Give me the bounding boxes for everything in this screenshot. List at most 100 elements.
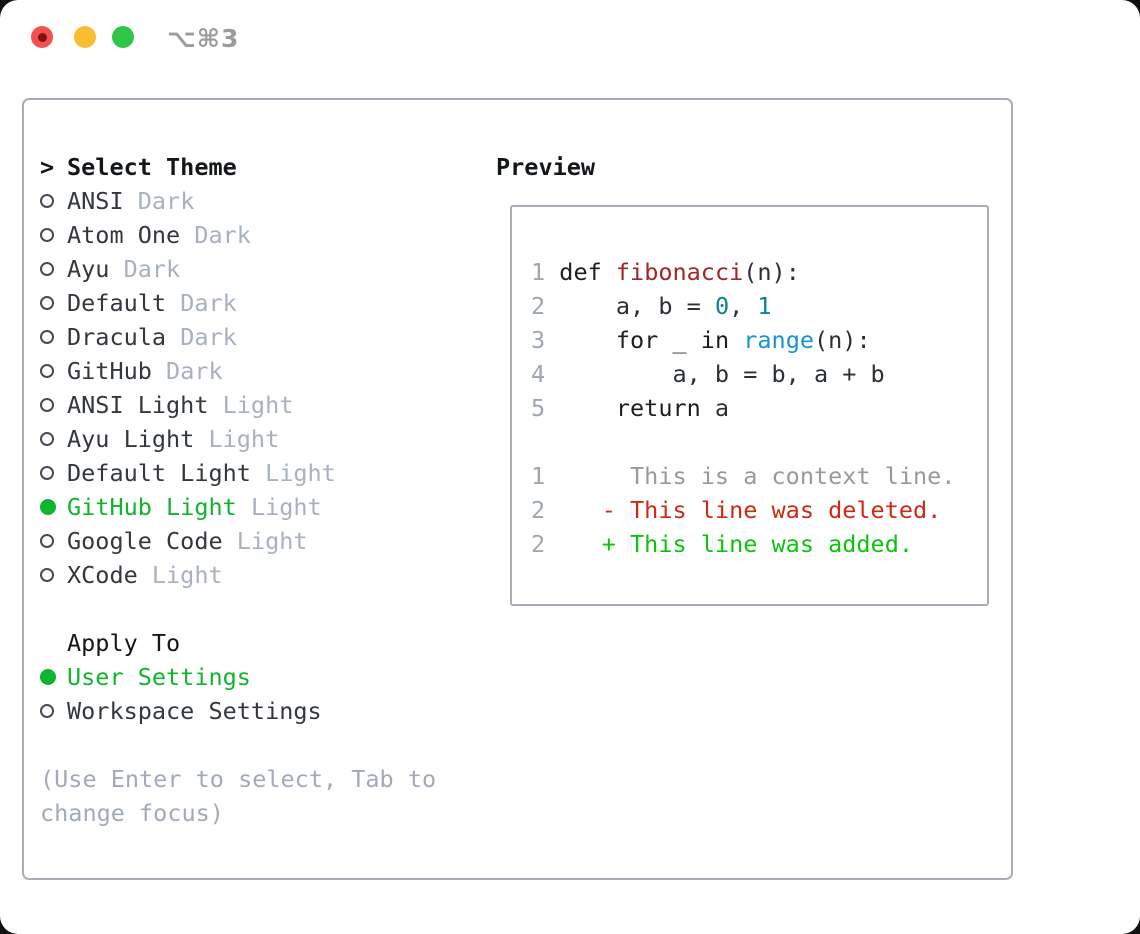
theme-option[interactable]: Default Light Light [40,456,485,490]
circle-icon [40,364,54,378]
theme-name: GitHub Light [67,493,251,521]
code-line: 1 This is a context line. [531,459,977,493]
theme-variant: Light [265,459,336,487]
theme-name: Atom One [67,221,195,249]
code-token-add: + This line was added. [559,530,914,558]
radio-icon [40,296,67,310]
circle-icon [40,704,54,718]
zoom-button[interactable] [112,26,134,48]
code-line: 2 a, b = 0, 1 [531,289,977,323]
theme-name: Default Light [67,459,266,487]
theme-name: XCode [67,561,152,589]
code-token-txt: _ [658,326,701,354]
spacer [40,728,485,762]
theme-option[interactable]: Ayu Light Light [40,422,485,456]
theme-option[interactable]: XCode Light [40,558,485,592]
preview-heading: Preview [496,153,596,181]
code-token-kw: for [615,326,659,354]
circle-icon [40,568,54,582]
radio-icon [40,228,67,242]
code-token-kw: in [700,326,730,354]
apply-option-label: User Settings [67,663,251,691]
theme-name: Ayu [67,255,124,283]
apply-option[interactable]: User Settings [40,660,485,694]
circle-icon [40,534,54,548]
theme-name: Ayu Light [67,425,209,453]
theme-variant: Light [222,391,294,419]
code-token-kw: return [615,394,701,422]
theme-option[interactable]: Default Dark [40,286,485,320]
theme-option[interactable]: Google Code Light [40,524,485,558]
radio-selected-icon [40,669,67,685]
titlebar: ⌥⌘3 [0,0,1140,74]
theme-variant: Light [151,561,223,589]
theme-option[interactable]: Ayu Dark [40,252,485,286]
theme-name: Google Code [67,527,237,555]
filled-circle-icon [40,669,56,685]
code-token-txt: (n): [814,326,871,354]
theme-variant: Light [236,527,308,555]
apply-option[interactable]: Workspace Settings [40,694,485,728]
code-token-del: - This line was deleted. [559,496,942,524]
code-token-builtin: range [743,326,814,354]
apply-to-heading-row: Apply To [40,626,485,660]
radio-icon [40,194,67,208]
radio-selected-icon [40,499,67,515]
theme-name: Default [67,289,181,317]
radio-icon [40,364,67,378]
code-line [531,425,977,459]
theme-variant: Dark [180,289,237,317]
minimize-button[interactable] [74,26,96,48]
code-token-txt: (n): [743,258,800,286]
code-token-gutter: 2 [531,292,560,320]
radio-icon [40,398,67,412]
close-button[interactable] [31,26,53,48]
code-line: 4 a, b = b, a + b [531,357,977,391]
circle-icon [40,466,54,480]
code-token-gutter: 1 [531,258,560,286]
theme-option[interactable]: ANSI Dark [40,184,485,218]
code-token-txt [559,394,616,422]
theme-option[interactable]: GitHub Light Light [40,490,485,524]
select-theme-heading-row: > Select Theme [40,150,485,184]
code-token-gutter: 1 [531,462,560,490]
theme-name: GitHub [67,357,167,385]
radio-icon [40,568,67,582]
circle-icon [40,330,54,344]
close-dot-icon [37,32,47,42]
keyboard-hint: (Use Enter to select, Tab to change focu… [40,765,437,827]
theme-name: Dracula [67,323,181,351]
code-line: 5 return a [531,391,977,425]
circle-icon [40,398,54,412]
theme-name: ANSI Light [67,391,223,419]
theme-option[interactable]: Dracula Dark [40,320,485,354]
radio-icon [40,330,67,344]
code-token-ctx: This is a context line. [559,462,956,490]
radio-icon [40,534,67,548]
code-token-txt [729,326,743,354]
theme-variant: Dark [194,221,251,249]
selection-caret-icon: > [40,153,55,181]
theme-option[interactable]: GitHub Dark [40,354,485,388]
code-token-gutter: 2 [531,530,560,558]
theme-name: ANSI [67,187,138,215]
radio-icon [40,262,67,276]
theme-variant: Light [208,425,280,453]
theme-option[interactable]: Atom One Dark [40,218,485,252]
circle-icon [40,432,54,446]
theme-option[interactable]: ANSI Light Light [40,388,485,422]
window-title: ⌥⌘3 [167,24,240,53]
code-token-txt: , [729,292,758,320]
apply-option-label: Workspace Settings [67,697,322,725]
code-line: 2 - This line was deleted. [531,493,977,527]
code-token-num: 1 [757,292,772,320]
select-theme-heading: Select Theme [67,153,237,181]
spacer [40,592,485,626]
code-token-txt [602,258,616,286]
